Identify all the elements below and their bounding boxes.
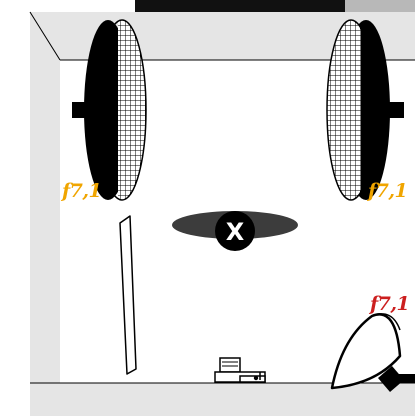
wall-corner-left [29,11,61,61]
fstop-label-beauty-dish: f7,1 [368,293,409,315]
subject-label: X [226,218,245,246]
camera-icon [214,357,266,383]
octabox-right [326,19,404,201]
light-stand-arm-beauty-dish [398,374,415,383]
beauty-dish-reflector [330,313,402,390]
fstop-label-left: f7,1 [60,180,101,202]
reflector-panel [119,215,137,375]
beauty-dish-mount [378,366,404,392]
beauty-dish [330,313,415,392]
subject-marker [215,211,255,251]
light-stand-arm-right [372,102,404,118]
backdrop-shadow [135,0,395,12]
octabox-left [72,19,147,201]
backdrop-fade [345,0,415,12]
fstop-label-right: f7,1 [366,180,407,202]
subject: X [172,211,298,251]
